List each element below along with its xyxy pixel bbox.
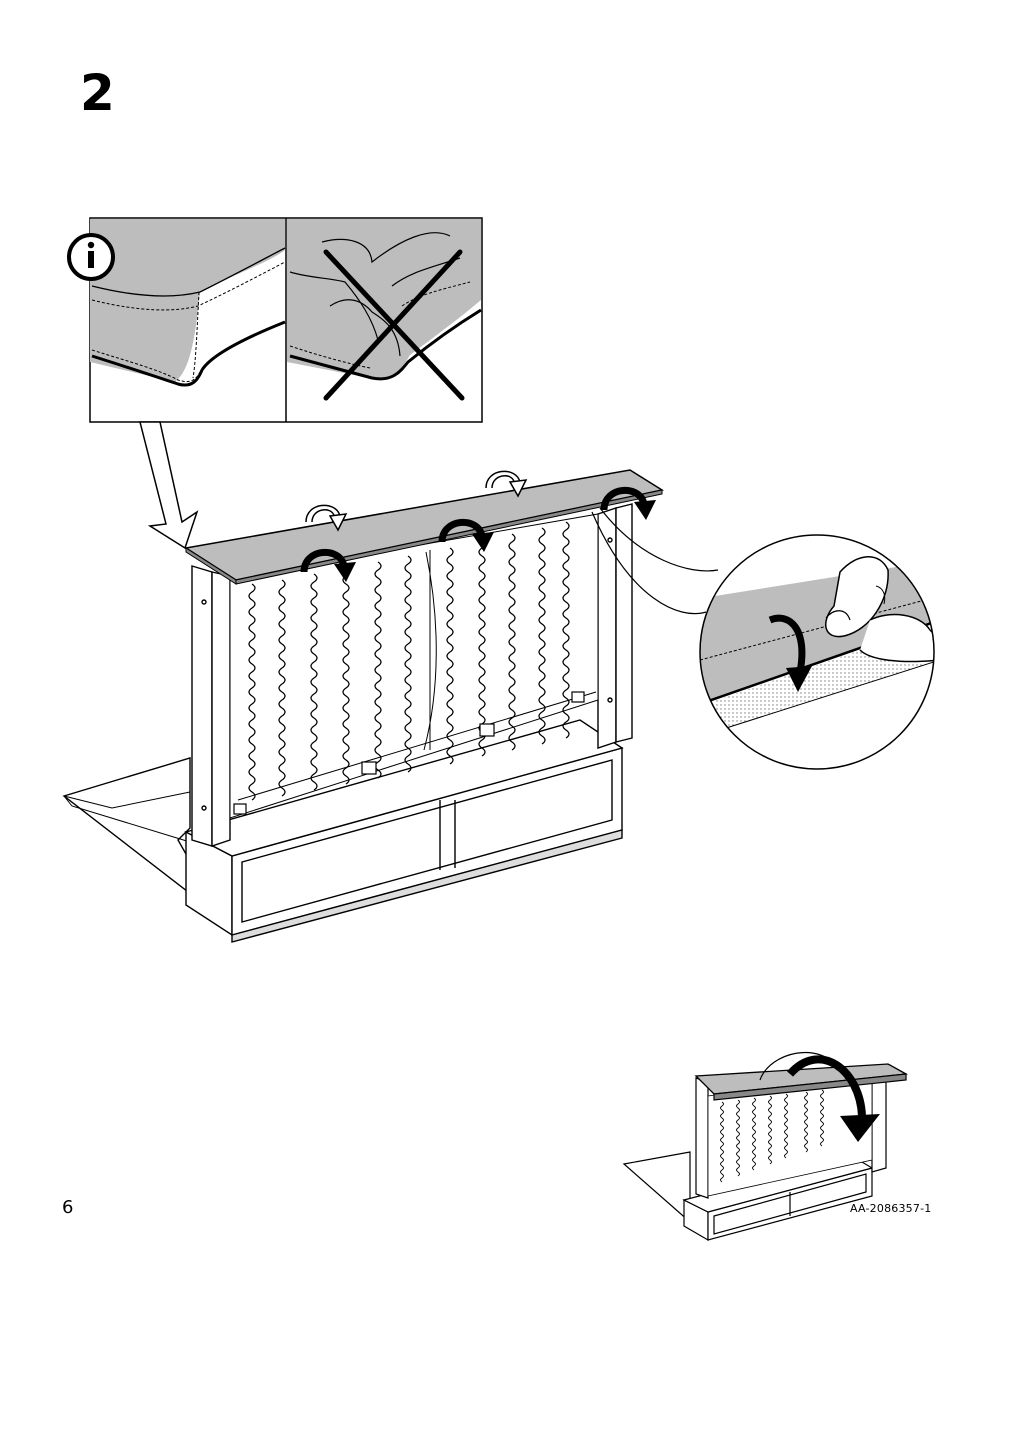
sofa-frame-main	[62, 503, 633, 943]
overview-springs	[720, 1089, 824, 1183]
frame-brackets	[233, 691, 585, 815]
correct-cushion-detail	[90, 219, 286, 387]
step-number: 2	[80, 64, 115, 122]
detail-magnifier	[699, 534, 935, 770]
page-number: 6	[62, 1197, 74, 1218]
incorrect-cushion-detail	[287, 219, 482, 401]
spring-rows-overview	[0, 1100, 1, 1154]
sofa-frame-overview	[622, 1052, 909, 1242]
info-icon	[67, 233, 115, 281]
comparison-panel	[67, 217, 483, 423]
document-code: AA-2086357-1	[850, 1202, 932, 1215]
x-mark-icon	[323, 249, 465, 401]
pointer-arrow-icon	[139, 421, 199, 550]
